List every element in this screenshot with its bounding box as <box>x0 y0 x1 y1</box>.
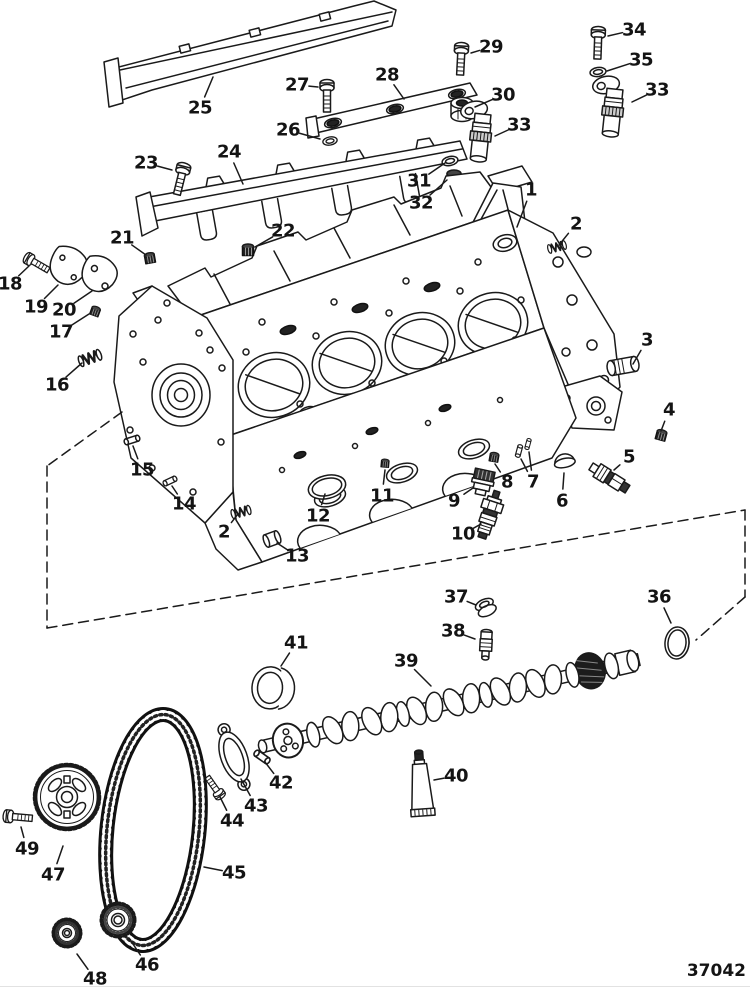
callout-17: 17 <box>48 321 74 343</box>
callout-33: 33 <box>506 114 532 136</box>
callout-3: 3 <box>640 329 654 351</box>
callout-16: 16 <box>44 374 70 396</box>
callout-34: 34 <box>621 19 647 41</box>
adapter-9 <box>470 467 496 497</box>
callout-31: 31 <box>406 170 432 192</box>
callout-19: 19 <box>23 296 49 318</box>
callout-10: 10 <box>450 523 476 545</box>
callout-1: 1 <box>524 179 538 201</box>
callout-2: 2 <box>217 521 231 543</box>
callout-43: 43 <box>243 795 269 817</box>
callout-40: 40 <box>443 765 469 787</box>
callout-42: 42 <box>268 772 294 794</box>
callout-4: 4 <box>662 399 676 421</box>
callout-37: 37 <box>443 586 469 608</box>
sender-5 <box>588 462 631 494</box>
cam-sprocket-47 <box>32 762 102 832</box>
cup-plug-6 <box>553 453 576 469</box>
callout-33: 33 <box>644 79 670 101</box>
callout-29: 29 <box>478 36 504 58</box>
callout-48: 48 <box>82 968 108 987</box>
cover-plate-19 <box>49 245 89 286</box>
callout-39: 39 <box>393 650 419 672</box>
callout-12: 12 <box>305 505 331 527</box>
callout-32: 32 <box>408 192 434 214</box>
callout-15: 15 <box>129 459 155 481</box>
callout-13: 13 <box>284 545 310 567</box>
valve-38 <box>478 628 494 661</box>
callout-18: 18 <box>0 273 23 295</box>
diagram-number: 37042 <box>686 961 746 981</box>
windage-tray-24 <box>135 137 468 241</box>
callout-36: 36 <box>646 586 672 608</box>
callout-45: 45 <box>221 862 247 884</box>
callout-9: 9 <box>447 490 461 512</box>
callout-26: 26 <box>275 119 301 141</box>
sprocket-46 <box>99 901 137 939</box>
callout-47: 47 <box>40 864 66 886</box>
callout-46: 46 <box>134 954 160 976</box>
callout-28: 28 <box>374 64 400 86</box>
callout-6: 6 <box>555 490 569 512</box>
callout-11: 11 <box>369 485 395 507</box>
callout-27: 27 <box>284 74 310 96</box>
lube-tube-40 <box>409 749 436 818</box>
oil-baffle-tray-25 <box>103 0 397 108</box>
gear-48 <box>51 917 83 949</box>
callout-41: 41 <box>283 632 309 654</box>
callout-25: 25 <box>187 97 213 119</box>
callout-21: 21 <box>109 227 135 249</box>
callout-2: 2 <box>569 213 583 235</box>
callout-22: 22 <box>270 220 296 242</box>
callout-7: 7 <box>526 471 540 493</box>
o-ring-12 <box>307 474 347 500</box>
callout-14: 14 <box>171 493 197 515</box>
callout-23: 23 <box>133 152 159 174</box>
callout-30: 30 <box>490 84 516 106</box>
callout-5: 5 <box>622 446 636 468</box>
callout-24: 24 <box>216 141 242 163</box>
cover-plate-20 <box>81 255 118 293</box>
callout-8: 8 <box>500 471 514 493</box>
callout-49: 49 <box>14 838 40 860</box>
camshaft-39 <box>257 649 641 759</box>
callout-44: 44 <box>219 810 245 832</box>
callout-38: 38 <box>440 620 466 642</box>
callout-35: 35 <box>628 49 654 71</box>
callout-20: 20 <box>51 299 77 321</box>
cam-bearing-41 <box>251 666 296 710</box>
